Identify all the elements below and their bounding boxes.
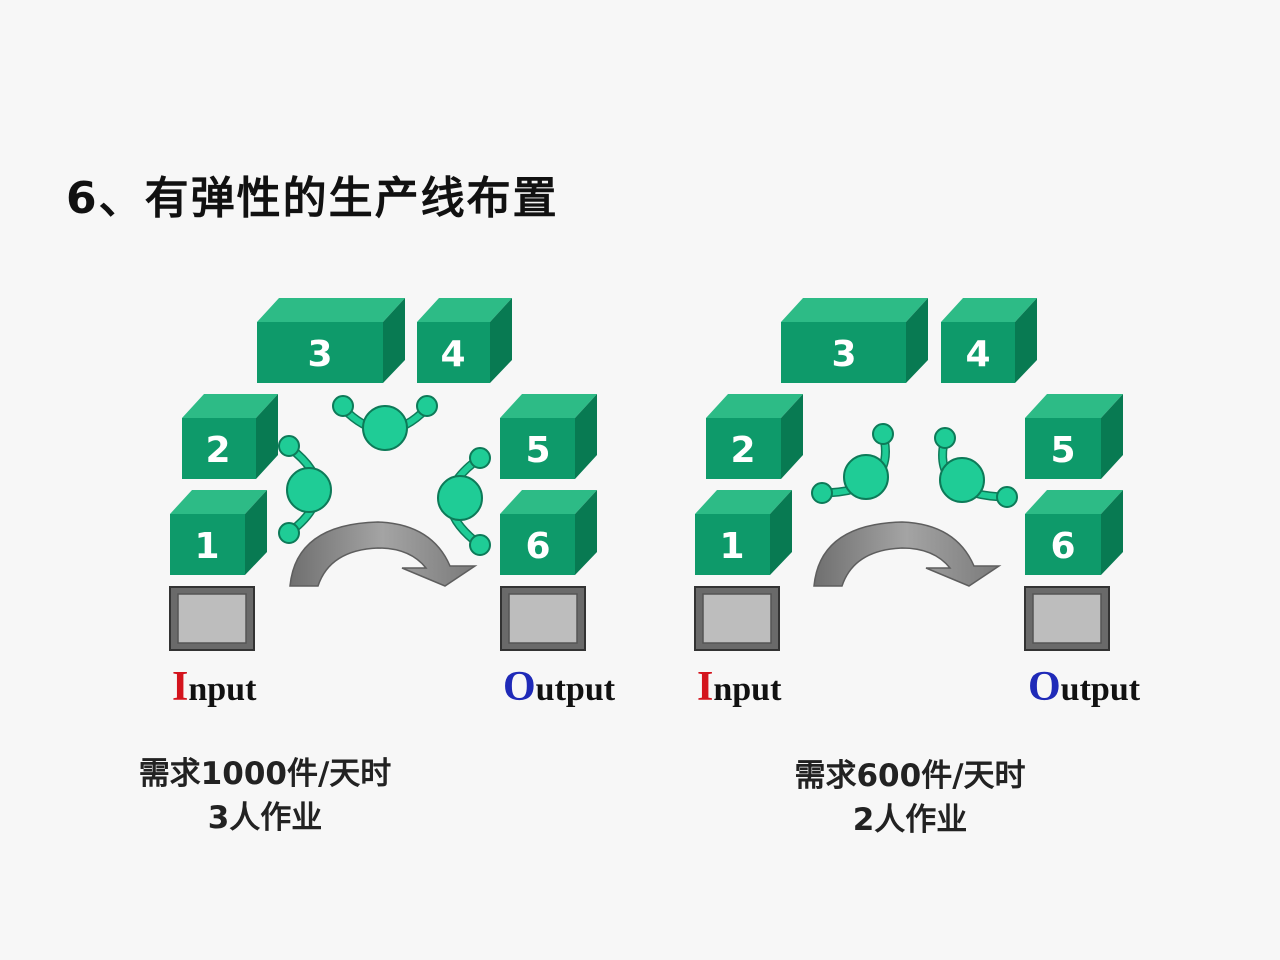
diagram-graphic: 3 4 2 1 5 [694,298,1123,651]
station-5: 5 [500,394,597,479]
layout-diagram-3-workers: 3 4 2 1 5 [0,298,640,840]
layout-diagram-2-workers: 3 4 2 1 5 [640,0,1280,960]
station-1: 1 [695,490,792,575]
station-label: 6 [525,526,550,567]
output-tray-icon [1024,586,1110,651]
station-label: 3 [831,334,856,375]
output-label: Output [1028,663,1140,711]
output-tray-icon [500,586,586,651]
station-3: 3 [781,298,928,383]
station-5: 5 [1025,394,1123,479]
worker-right [437,447,491,556]
worker-right [934,427,1018,508]
output-initial: O [503,664,536,710]
caption-demand: 需求600件/天时 [794,758,1026,794]
station-label: 6 [1050,526,1075,567]
input-rest: nput [713,671,782,708]
input-tray-icon [694,586,780,651]
station-label: 4 [965,334,990,375]
input-label: Input [172,663,256,711]
station-1: 1 [170,490,267,575]
station-label: 2 [205,430,230,471]
station-2: 2 [706,394,803,479]
station-label: 2 [730,430,755,471]
station-2: 2 [182,394,278,479]
worker-top [332,395,438,451]
worker-left [278,435,332,544]
station-label: 3 [307,334,332,375]
station-label: 5 [1050,430,1075,471]
input-tray-icon [169,586,255,651]
station-4: 4 [941,298,1037,383]
station-label: 4 [440,334,465,375]
flow-arrow-icon [813,521,1002,587]
caption-workers: 3人作业 [207,800,323,836]
output-label: Output [503,663,615,711]
station-3: 3 [257,298,405,383]
station-6: 6 [1025,490,1123,575]
flow-arrow-icon [289,521,478,587]
station-label: 1 [719,526,744,567]
caption-demand: 需求1000件/天时 [138,756,392,792]
page-title: 6、有弹性的生产线布置 [66,173,559,224]
caption-workers: 2人作业 [852,802,968,838]
output-initial: O [1028,664,1061,710]
input-initial: I [697,664,714,710]
output-rest: utput [535,671,616,708]
caption: 需求1000件/天时 3人作业 [0,752,640,840]
station-label: 1 [194,526,219,567]
caption: 需求600件/天时 2人作业 [640,754,1280,842]
worker-left [811,423,894,504]
output-rest: utput [1060,671,1141,708]
station-4: 4 [417,298,512,383]
input-rest: nput [188,671,257,708]
input-initial: I [172,664,189,710]
station-label: 5 [525,430,550,471]
diagram-graphic: 3 4 2 1 5 [169,298,597,651]
input-label: Input [697,663,781,711]
station-6: 6 [500,490,597,575]
